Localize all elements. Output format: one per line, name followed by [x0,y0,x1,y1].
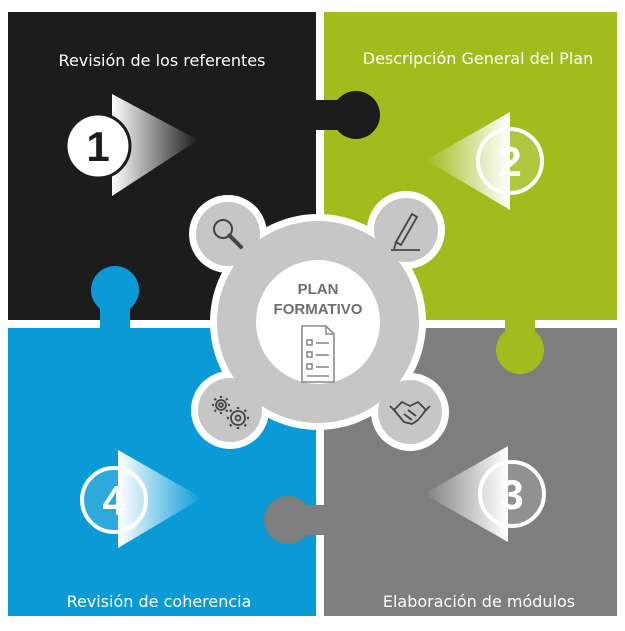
step-4-number: 4 [102,477,126,524]
center-disc [256,260,380,384]
magnifier-icon [213,219,243,249]
step-2-number: 2 [498,138,521,185]
step-4-title: Revisión de coherencia [67,592,252,611]
gears-icon [212,396,249,429]
step-3-number: 3 [500,471,523,518]
arrow-right-icon [112,94,198,196]
center-hub: PLAN FORMATIVO [189,191,449,451]
step-1-title: Revisión de los referentes [59,51,266,70]
knob-overlays [100,100,535,535]
step-2-marker: 2 [426,112,544,210]
pen-icon [391,212,420,251]
step-3-title: Elaboración de módulos [383,592,575,611]
center-title-line2: FORMATIVO [274,301,363,318]
arrow-right-icon [118,450,202,548]
document-checklist-icon [301,325,335,383]
step-4-marker: 4 [80,450,202,548]
step-2-title: Descripción General del Plan [363,49,593,68]
step-3-marker: 3 [424,446,546,542]
center-title-line1: PLAN [298,281,339,298]
arrow-left-icon [424,446,508,542]
handshake-icon [389,401,431,425]
step-1-number: 1 [86,123,109,170]
step-1-marker: 1 [64,94,198,196]
